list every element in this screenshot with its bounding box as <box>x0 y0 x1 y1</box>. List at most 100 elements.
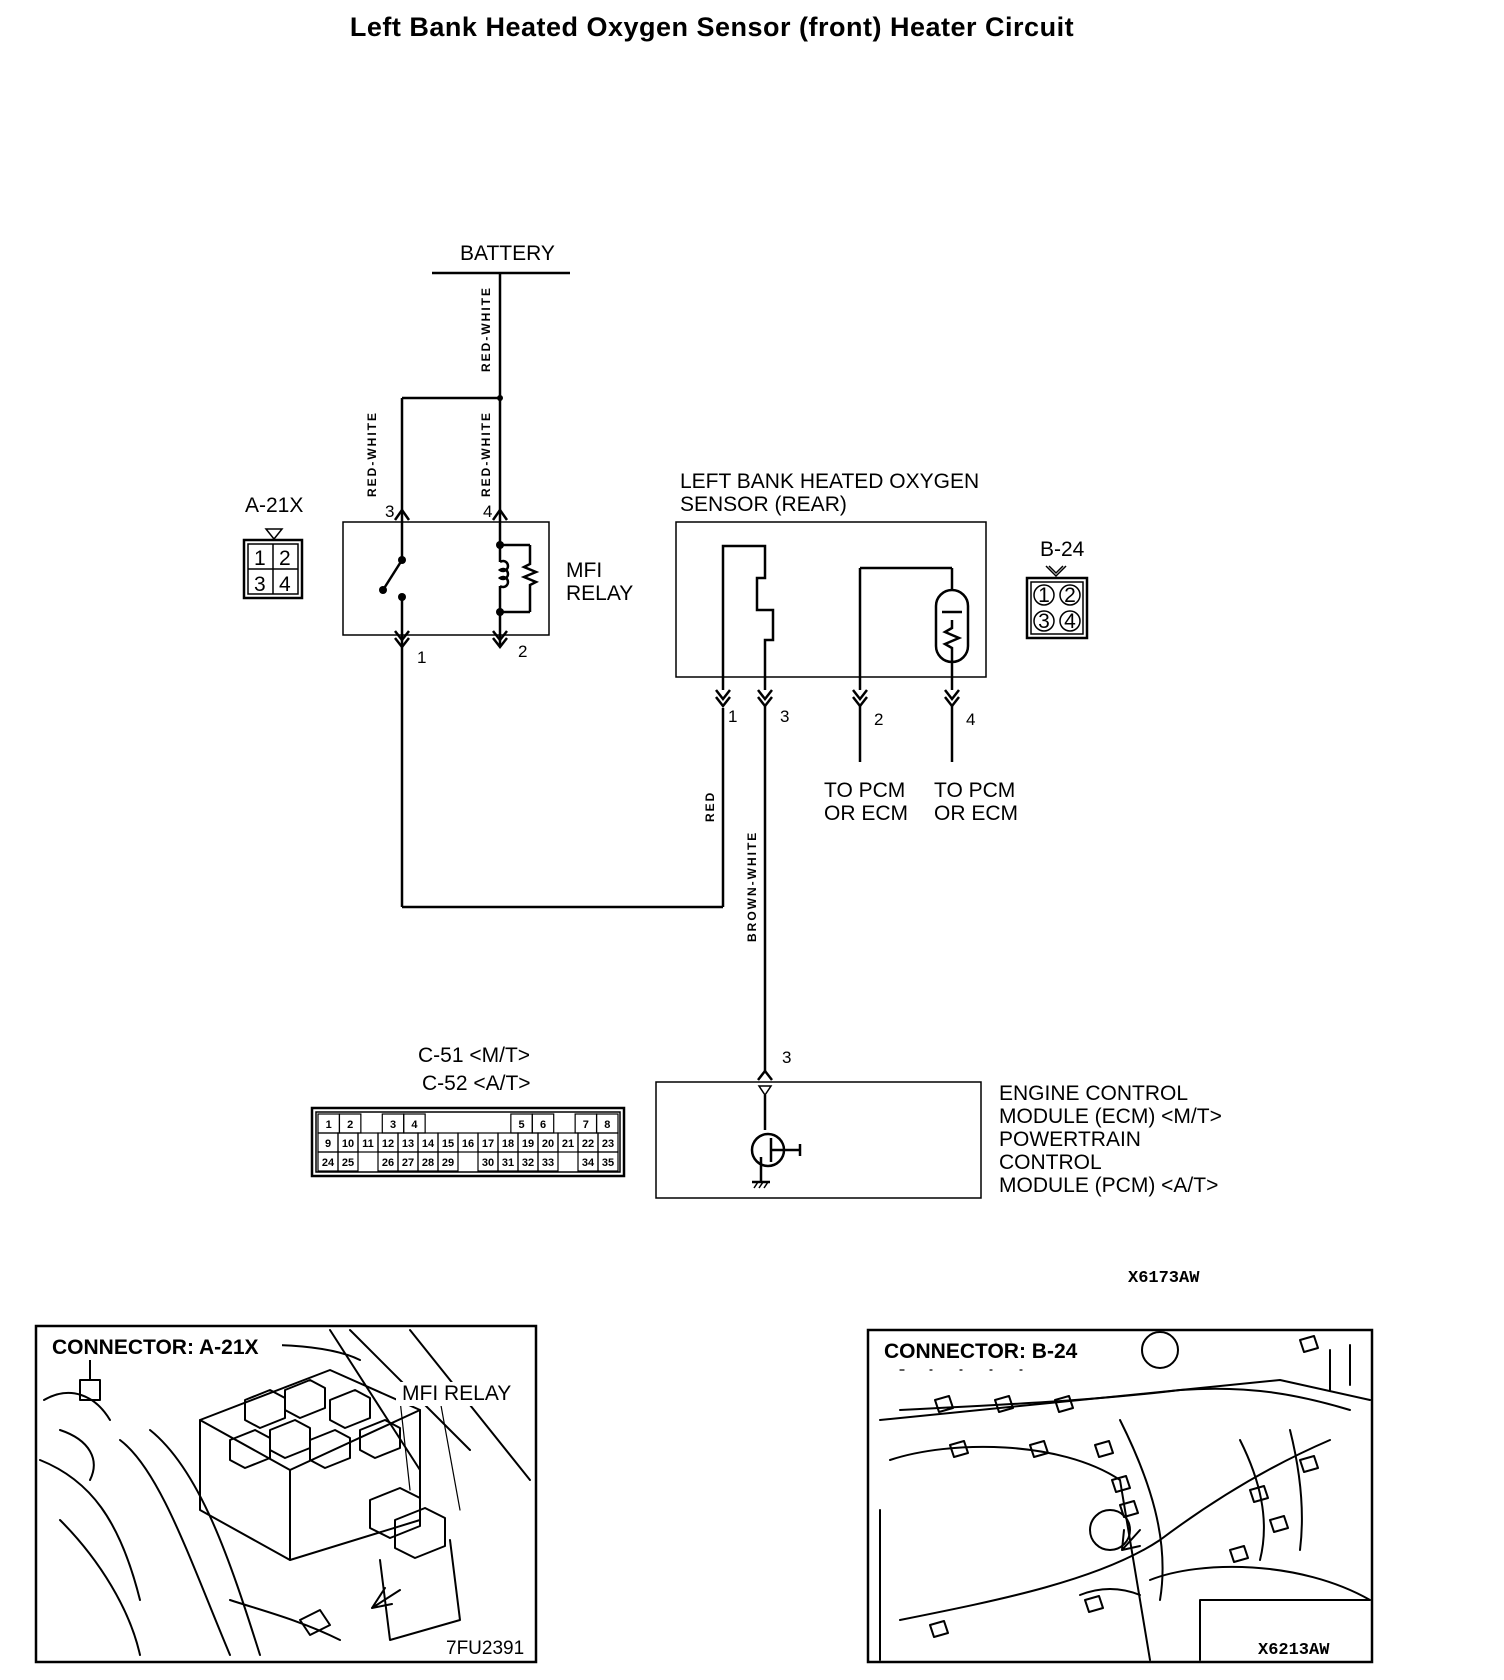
a21x-cell-3: 3 <box>254 573 266 596</box>
relay-pin-1: 1 <box>417 648 426 667</box>
ecm-pin-cell <box>537 1151 559 1172</box>
ecm-pin-cell <box>597 1151 619 1172</box>
ecm-pin-number: 5 <box>519 1119 525 1131</box>
b24-cell-2: 2 <box>1064 584 1076 607</box>
battery: BATTERY <box>432 242 570 275</box>
a21x-cell-4: 4 <box>279 573 291 596</box>
ecm-pin-number: 19 <box>522 1138 534 1150</box>
ecm-pin-number: 24 <box>322 1157 335 1169</box>
photo-b-connector-label: CONNECTOR: B-24 <box>884 1340 1078 1363</box>
page-title: Left Bank Heated Oxygen Sensor (front) H… <box>350 12 1074 42</box>
ecm-pin-number: 15 <box>442 1138 454 1150</box>
sensor-pin-4: 4 <box>966 710 975 729</box>
relay-pin-2: 2 <box>518 642 527 661</box>
sensor-pin-1: 1 <box>728 707 737 726</box>
oxygen-sensor: LEFT BANK HEATED OXYGEN SENSOR (REAR) 1 … <box>675 470 1018 825</box>
photo-a-callout: MFI RELAY <box>402 1382 511 1405</box>
diagram-code: X6173AW <box>1128 1269 1200 1288</box>
ecm-pin-number: 35 <box>602 1157 614 1169</box>
ecm-label-3: POWERTRAIN <box>999 1128 1141 1151</box>
wire-color-relay-pin4: RED-WHITE <box>479 411 493 497</box>
ecm-pin-number: 16 <box>462 1138 474 1150</box>
ecm-pin-number: 32 <box>522 1157 534 1169</box>
sensor-to-ecm-wire <box>757 706 773 1081</box>
ecm-pin-number: 14 <box>422 1138 435 1150</box>
wire-color-battery-feed: RED-WHITE <box>479 286 493 372</box>
ecm-pin-number: 34 <box>582 1157 595 1169</box>
ecm-pin-number: 28 <box>422 1157 434 1169</box>
wire-color-sensor-pin3: BROWN-WHITE <box>745 831 759 942</box>
a21x-cell-2: 2 <box>279 547 291 570</box>
to-pcm-a-line1: TO PCM <box>824 779 905 802</box>
ecm-pin-number: 4 <box>411 1119 418 1131</box>
ecm-label-2: MODULE (ECM) <M/T> <box>999 1105 1222 1128</box>
ecm-pin-number: 9 <box>325 1138 331 1150</box>
connector-a21x-name: A-21X <box>245 494 303 517</box>
ecm-pin-number: 8 <box>604 1119 610 1131</box>
ecm-pin-number: 7 <box>583 1119 589 1131</box>
battery-feed-wire <box>400 273 503 512</box>
ecm-pin-number: 13 <box>402 1138 414 1150</box>
ecm-pin-number: 25 <box>342 1157 354 1169</box>
battery-label: BATTERY <box>460 242 555 265</box>
ecm-pin-number: 17 <box>482 1138 494 1150</box>
ecm-pin-number: 21 <box>562 1138 574 1150</box>
ecm-pin-number: 18 <box>502 1138 514 1150</box>
connector-b24-photo: CONNECTOR: B-24 X6213AW <box>866 1328 1374 1664</box>
ecm-pin-number: 33 <box>542 1157 554 1169</box>
ecm-pin-cell <box>337 1151 359 1172</box>
photo-a-connector-label: CONNECTOR: A-21X <box>52 1336 259 1359</box>
ecm-pin-number: 1 <box>326 1119 332 1131</box>
ecm-module: 3 ENGINE CONTROL MODULE (ECM) <M/T> POWE… <box>655 1048 1222 1199</box>
ecm-pin-number: 29 <box>442 1157 454 1169</box>
ecm-pin-3: 3 <box>782 1048 791 1067</box>
mfi-relay: MFI RELAY 3 4 1 2 <box>342 502 633 667</box>
ecm-label-1: ENGINE CONTROL <box>999 1082 1188 1105</box>
sensor-pin-2: 2 <box>874 710 883 729</box>
b24-cell-1: 1 <box>1038 584 1050 607</box>
engine-bay-sketch-b <box>879 1331 1371 1661</box>
wire-color-sensor-pin1: RED <box>703 791 717 822</box>
ecm-pin-number: 23 <box>602 1138 614 1150</box>
mfi-relay-label-2: RELAY <box>566 582 633 605</box>
photo-b-code: X6213AW <box>1258 1641 1330 1660</box>
a21x-cell-1: 1 <box>254 547 266 570</box>
mfi-relay-label-1: MFI <box>566 559 602 582</box>
ecm-pin-number: 22 <box>582 1138 594 1150</box>
ecm-pin-number: 12 <box>382 1138 394 1150</box>
ecm-pin-number: 11 <box>362 1138 374 1150</box>
ecm-pin-number: 27 <box>402 1157 414 1169</box>
relay-pin-3: 3 <box>385 502 394 521</box>
connector-a21x-icon: A-21X 1 2 3 4 <box>242 494 303 600</box>
wire-color-relay-pin3: RED-WHITE <box>365 411 379 497</box>
ecm-pin-number: 3 <box>390 1119 396 1131</box>
ecm-connector-line1: C-51 <M/T> <box>418 1044 530 1067</box>
connector-a21x-photo: CONNECTOR: A-21X MFI RELAY 7FU2391 <box>34 1324 538 1664</box>
ecm-connector-line2: C-52 <A/T> <box>422 1072 531 1095</box>
ecm-pin-number: 20 <box>542 1138 554 1150</box>
ecm-pin-number: 26 <box>382 1157 394 1169</box>
ecm-pin-number: 6 <box>540 1119 546 1131</box>
ecm-pin-number: 31 <box>502 1157 514 1169</box>
ecm-pin-number: 2 <box>347 1119 353 1131</box>
connector-b24-icon: B-24 1 2 3 4 <box>1025 538 1089 640</box>
engine-bay-sketch-a <box>39 1329 531 1656</box>
to-pcm-b-line2: OR ECM <box>934 802 1018 825</box>
ecm-label-4: CONTROL <box>999 1151 1102 1174</box>
photo-a-code: 7FU2391 <box>446 1638 524 1659</box>
ecm-pin-number: 10 <box>342 1138 354 1150</box>
b24-cell-4: 4 <box>1064 610 1076 633</box>
ecm-pin-number: 30 <box>482 1157 494 1169</box>
ecm-label-5: MODULE (PCM) <A/T> <box>999 1174 1218 1197</box>
to-pcm-b-line1: TO PCM <box>934 779 1015 802</box>
to-pcm-a-line2: OR ECM <box>824 802 908 825</box>
sensor-label-1: LEFT BANK HEATED OXYGEN <box>680 470 979 493</box>
b24-cell-3: 3 <box>1038 610 1050 633</box>
sensor-pin-3: 3 <box>780 707 789 726</box>
connector-b24-name: B-24 <box>1040 538 1085 561</box>
relay-to-sensor-wire <box>400 645 725 909</box>
sensor-label-2: SENSOR (REAR) <box>680 493 847 516</box>
